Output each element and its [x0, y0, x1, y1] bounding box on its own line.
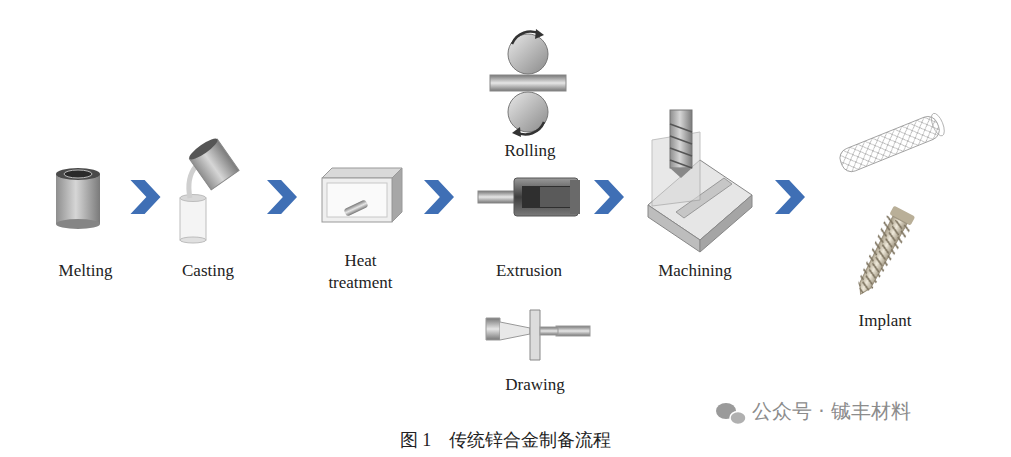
process-step: Extrusion — [470, 170, 588, 282]
process-step: Implant — [820, 100, 950, 332]
step-label: Heat treatment — [321, 250, 401, 294]
figure-caption: 图 1 传统锌合金制备流程 — [0, 428, 1011, 452]
process-step: Rolling — [478, 26, 582, 162]
chevron-arrow — [775, 180, 805, 214]
step-label: Implant — [830, 310, 940, 332]
step-label: Casting — [168, 260, 248, 282]
step-label: Extrusion — [474, 260, 584, 282]
watermark: 公众号 · 铖丰材料 — [752, 398, 911, 425]
step-label: Machining — [635, 260, 755, 282]
chevron-arrow — [424, 180, 454, 214]
process-step: Melting — [45, 160, 126, 282]
process-step: Machining — [630, 105, 760, 282]
process-step: Heat treatment — [313, 160, 408, 294]
step-label: Rolling — [480, 140, 580, 162]
chevron-arrow — [267, 180, 297, 214]
chevron-arrow — [594, 180, 624, 214]
step-label: Drawing — [485, 374, 585, 396]
process-step: Drawing — [480, 306, 590, 396]
chevron-arrow — [131, 180, 161, 214]
step-label: Melting — [48, 260, 123, 282]
process-step: Casting — [165, 140, 251, 282]
